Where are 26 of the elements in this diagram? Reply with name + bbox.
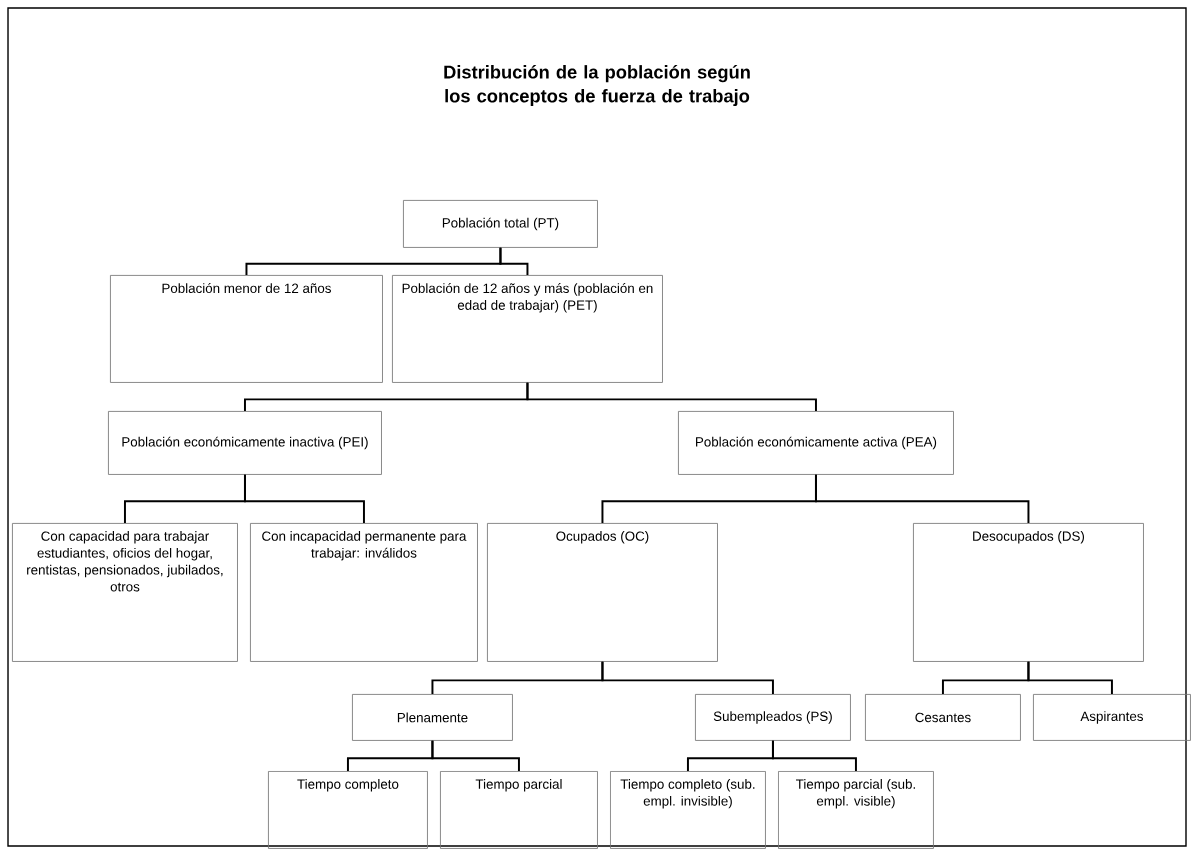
category-box: Desocupados (DS) <box>913 523 1144 662</box>
category-box: Tiempo parcial <box>440 771 598 849</box>
category-box: Aspirantes <box>1033 694 1191 741</box>
category-box: Tiempo parcial (sub. empl. visible) <box>778 771 934 849</box>
category-box: Plenamente <box>352 694 513 741</box>
category-box: Ocupados (OC) <box>487 523 718 662</box>
category-box: Con capacidad para trabajar estudiantes, oficios del hogar, rentistas, pensionados, jubilados, otros <box>12 523 238 662</box>
connector-line <box>1027 660 1113 695</box>
connector-line <box>771 739 857 772</box>
category-box: Población total (PT) <box>403 200 598 248</box>
connector-line <box>814 473 1030 524</box>
connector-line <box>431 739 520 772</box>
connector-line <box>601 660 774 695</box>
category-box: Población económicamente activa (PEA) <box>678 411 954 475</box>
connector-line <box>526 381 817 412</box>
category-box: Tiempo completo <box>268 771 428 849</box>
connector-line <box>499 246 529 276</box>
category-box: Cesantes <box>865 694 1021 741</box>
category-box: Tiempo completo (sub. empl. invisible) <box>610 771 766 849</box>
category-box: Población económicamente inactiva (PEI) <box>108 411 382 475</box>
connector-line <box>244 473 365 524</box>
title: Distribución de la población según los conceptos de fuerza de trabajo <box>444 64 750 107</box>
category-box: Población de 12 años y más (población en edad de trabajar) (PET) <box>392 275 663 383</box>
category-box: Con incapacidad permanente para trabajar: inválidos <box>250 523 478 662</box>
category-box: Subempleados (PS) <box>695 694 851 741</box>
category-box: Población menor de 12 años <box>110 275 383 383</box>
